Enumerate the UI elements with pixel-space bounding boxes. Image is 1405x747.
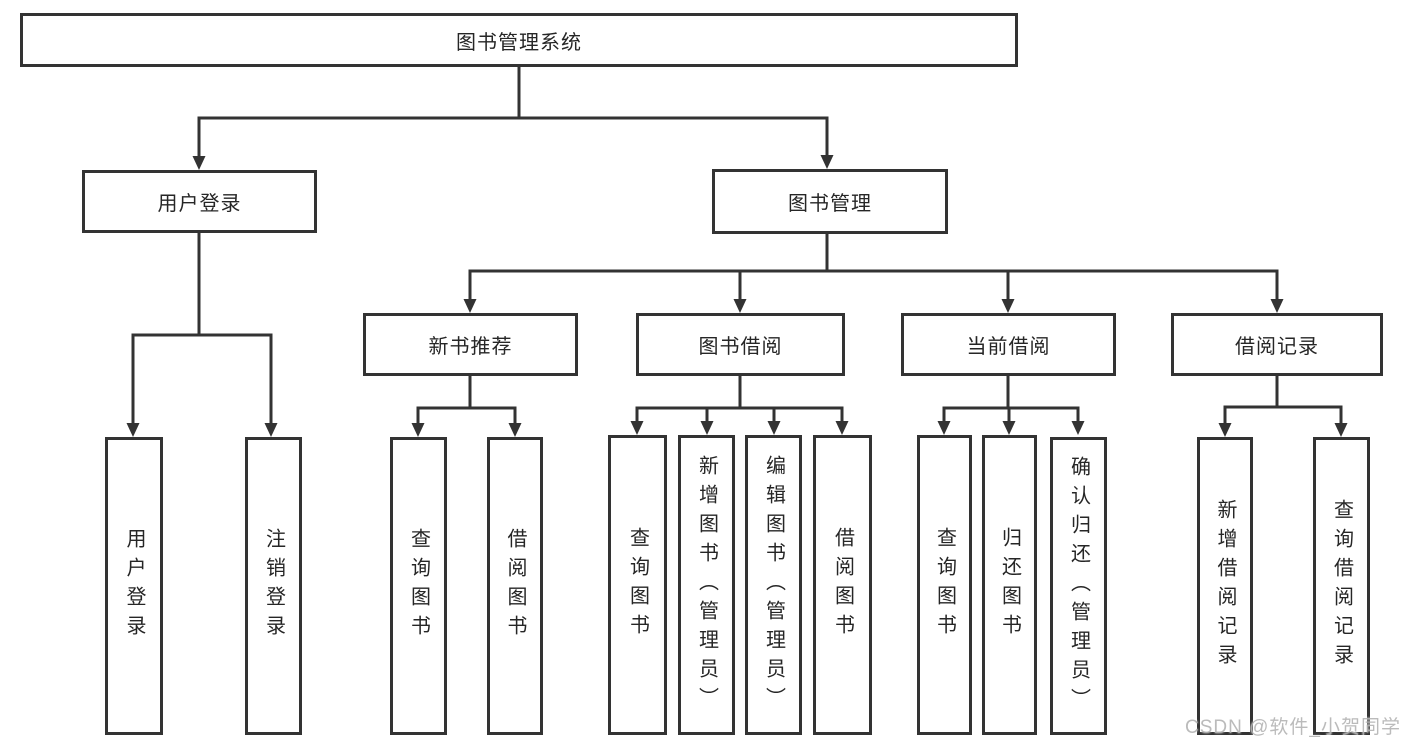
leaf-borrowing-query-books: 查询图书 xyxy=(608,435,667,735)
leaf-recommend-query-books: 查询图书 xyxy=(390,437,447,735)
leaf-label: 借阅图书 xyxy=(504,528,526,644)
leaf-records-query-record: 查询借阅记录 xyxy=(1313,437,1370,735)
node-current-borrowing: 当前借阅 xyxy=(901,313,1116,376)
leaf-label: 查询图书 xyxy=(626,527,649,643)
leaf-user-login: 用户登录 xyxy=(105,437,163,735)
leaf-label: 查询图书 xyxy=(407,528,430,644)
node-label: 新书推荐 xyxy=(428,336,513,358)
node-book-borrowing: 图书借阅 xyxy=(636,313,845,376)
node-label: 图书管理 xyxy=(788,193,872,215)
leaf-label: 查询借阅记录 xyxy=(1330,499,1353,673)
node-label: 当前借阅 xyxy=(966,336,1051,358)
leaf-borrowing-add-books-admin: 新增图书（管理员） xyxy=(678,435,735,735)
node-library-management-system: 图书管理系统 xyxy=(20,13,1018,67)
leaf-label: 查询图书 xyxy=(933,527,956,643)
leaf-records-add-record: 新增借阅记录 xyxy=(1197,437,1253,735)
leaf-current-confirm-return-admin: 确认归还（管理员） xyxy=(1050,437,1107,735)
leaf-label: 新增借阅记录 xyxy=(1214,499,1236,673)
leaf-current-return-books: 归还图书 xyxy=(982,435,1037,735)
node-borrowing-records: 借阅记录 xyxy=(1171,313,1383,376)
leaf-borrowing-borrow-books: 借阅图书 xyxy=(813,435,872,735)
csdn-watermark: CSDN @软件_小贺同学 xyxy=(1185,717,1401,738)
leaf-recommend-borrow-books: 借阅图书 xyxy=(487,437,543,735)
leaf-label: 用户登录 xyxy=(123,528,145,644)
leaf-label: 编辑图书（管理员） xyxy=(762,454,785,716)
leaf-logout: 注销登录 xyxy=(245,437,302,735)
node-user-login: 用户登录 xyxy=(82,170,317,233)
leaf-current-query-books: 查询图书 xyxy=(917,435,972,735)
leaf-label: 借阅图书 xyxy=(831,527,854,643)
leaf-label: 归还图书 xyxy=(998,527,1021,643)
node-book-management: 图书管理 xyxy=(712,169,948,234)
node-new-book-recommend: 新书推荐 xyxy=(363,313,578,376)
node-label: 用户登录 xyxy=(157,193,242,215)
leaf-label: 新增图书（管理员） xyxy=(695,454,718,716)
node-label: 借阅记录 xyxy=(1235,336,1319,358)
node-label: 图书借阅 xyxy=(698,336,783,358)
node-label: 图书管理系统 xyxy=(456,31,582,54)
leaf-borrowing-edit-books-admin: 编辑图书（管理员） xyxy=(745,435,802,735)
leaf-label: 注销登录 xyxy=(262,528,285,644)
leaf-label: 确认归还（管理员） xyxy=(1067,455,1090,717)
